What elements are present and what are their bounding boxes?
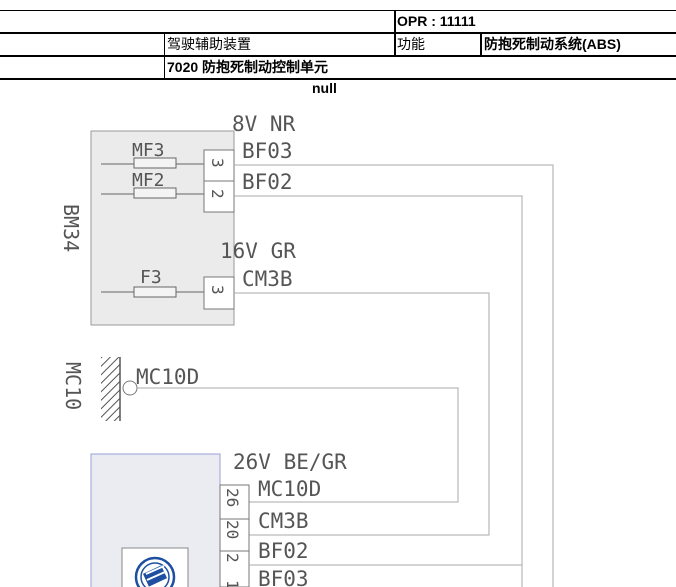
wire-cm3b (234, 292, 490, 536)
fuse-mf2-label: MF2 (132, 170, 165, 191)
wire-bf02 (234, 195, 523, 587)
bm34-connector-2-pin: 3 (208, 285, 227, 295)
abs-symbol-icon (134, 556, 176, 587)
mc10-ground-terminal (122, 380, 138, 396)
unit-pin-20: 20 (223, 520, 242, 539)
null-label: null (312, 80, 337, 96)
function-value-cell: 防抱死制动系统(ABS) (484, 36, 621, 52)
wire-mc10d (137, 387, 459, 503)
bm34-spec-1: 8V NR (232, 112, 296, 136)
unit-wire-mc10d: MC10D (258, 477, 321, 501)
unit-pin-1: 1 (223, 580, 242, 587)
wire-bf03-label: BF03 (242, 139, 293, 163)
opr-cell: OPR : 11111 (397, 13, 476, 29)
unit-wire-cm3b: CM3B (258, 509, 309, 533)
unit-wire-bf02: BF02 (258, 539, 309, 563)
unit-pin-26: 26 (223, 488, 242, 507)
bm34-label: BM34 (59, 204, 83, 252)
unit-wire-bf03: BF03 (258, 567, 309, 587)
wire-bf02-label: BF02 (242, 170, 293, 194)
header-table: OPR : 11111 驾驶辅助装置 功能 防抱死制动系统(ABS) 7020 … (0, 0, 676, 80)
mc10-wire-label: MC10D (136, 365, 199, 389)
mc10-label: MC10 (61, 362, 85, 410)
bm34-pin-2: 2 (208, 189, 227, 199)
unit-text: 7020 防抱死制动控制单元 (167, 59, 329, 75)
unit-7020-connector (219, 484, 250, 587)
unit-pin-2: 2 (223, 553, 242, 563)
fuse-mf3-label: MF3 (132, 140, 165, 161)
fuse-mf2 (133, 187, 177, 199)
function-label-cell: 功能 (397, 36, 425, 52)
bm34-connector-2 (203, 276, 235, 310)
fuse-f3 (133, 286, 177, 298)
bm34-spec-2: 16V GR (220, 239, 296, 263)
mc10-ground-hatch (101, 357, 120, 421)
fuse-mf3 (133, 157, 177, 169)
unit-spec: 26V BE/GR (233, 450, 347, 474)
category-cell: 驾驶辅助装置 (167, 36, 251, 52)
bm34-pin-3: 3 (208, 158, 227, 168)
fuse-f3-label: F3 (140, 267, 162, 288)
unit-cell: 7020 防抱死制动控制单元 (167, 58, 328, 76)
wire-bf03 (234, 164, 554, 587)
wire-cm3b-label: CM3B (242, 267, 293, 291)
